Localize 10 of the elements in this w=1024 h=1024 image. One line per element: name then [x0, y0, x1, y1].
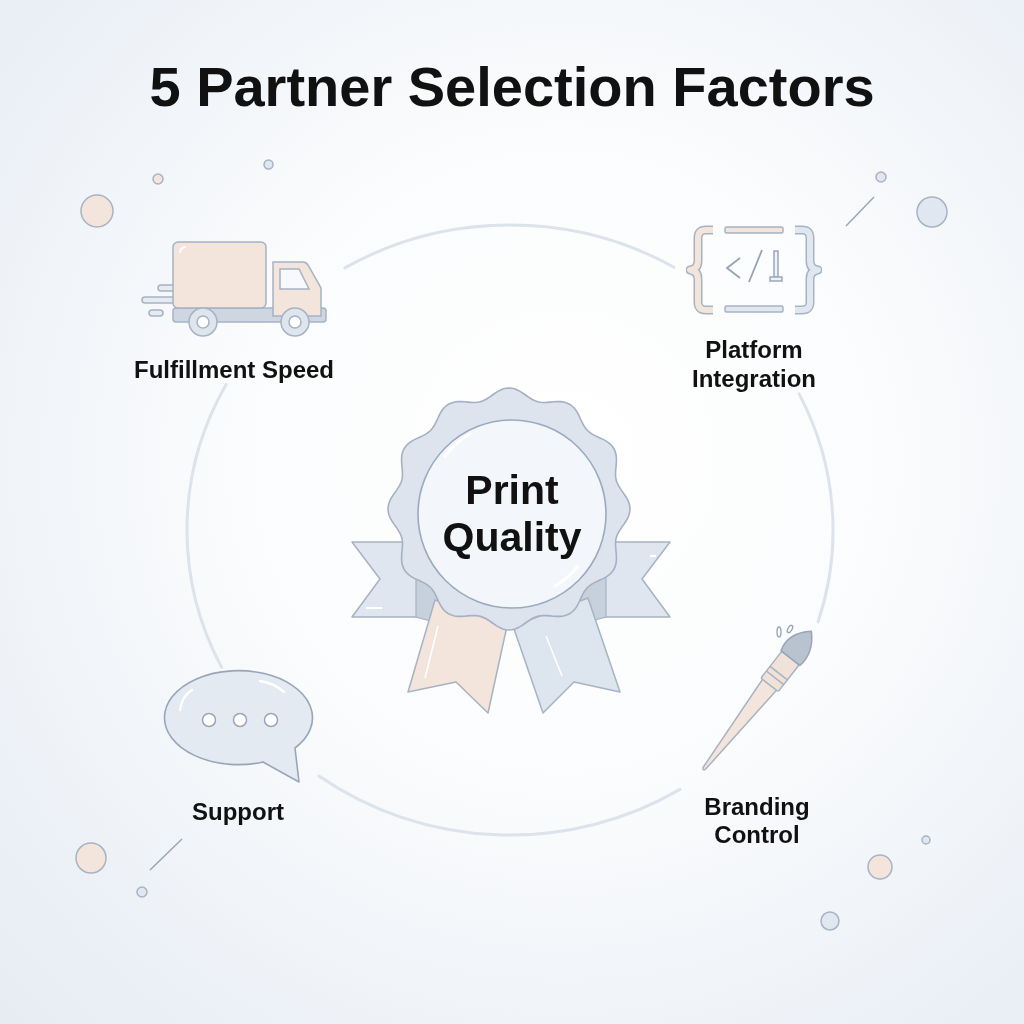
ring-arc	[343, 224, 676, 270]
title: 5 Partner Selection Factors	[148, 59, 876, 115]
ring-arc	[185, 383, 228, 669]
factor-label: Fulfillment Speed	[134, 356, 334, 384]
factor-label: Platform Integration	[691, 335, 817, 393]
ring-arc	[317, 774, 682, 837]
ring-arc	[797, 392, 835, 624]
badge-label: Print Quality	[441, 466, 583, 562]
factor-label: Branding Control	[703, 793, 811, 849]
factor-label: Support	[192, 798, 284, 826]
